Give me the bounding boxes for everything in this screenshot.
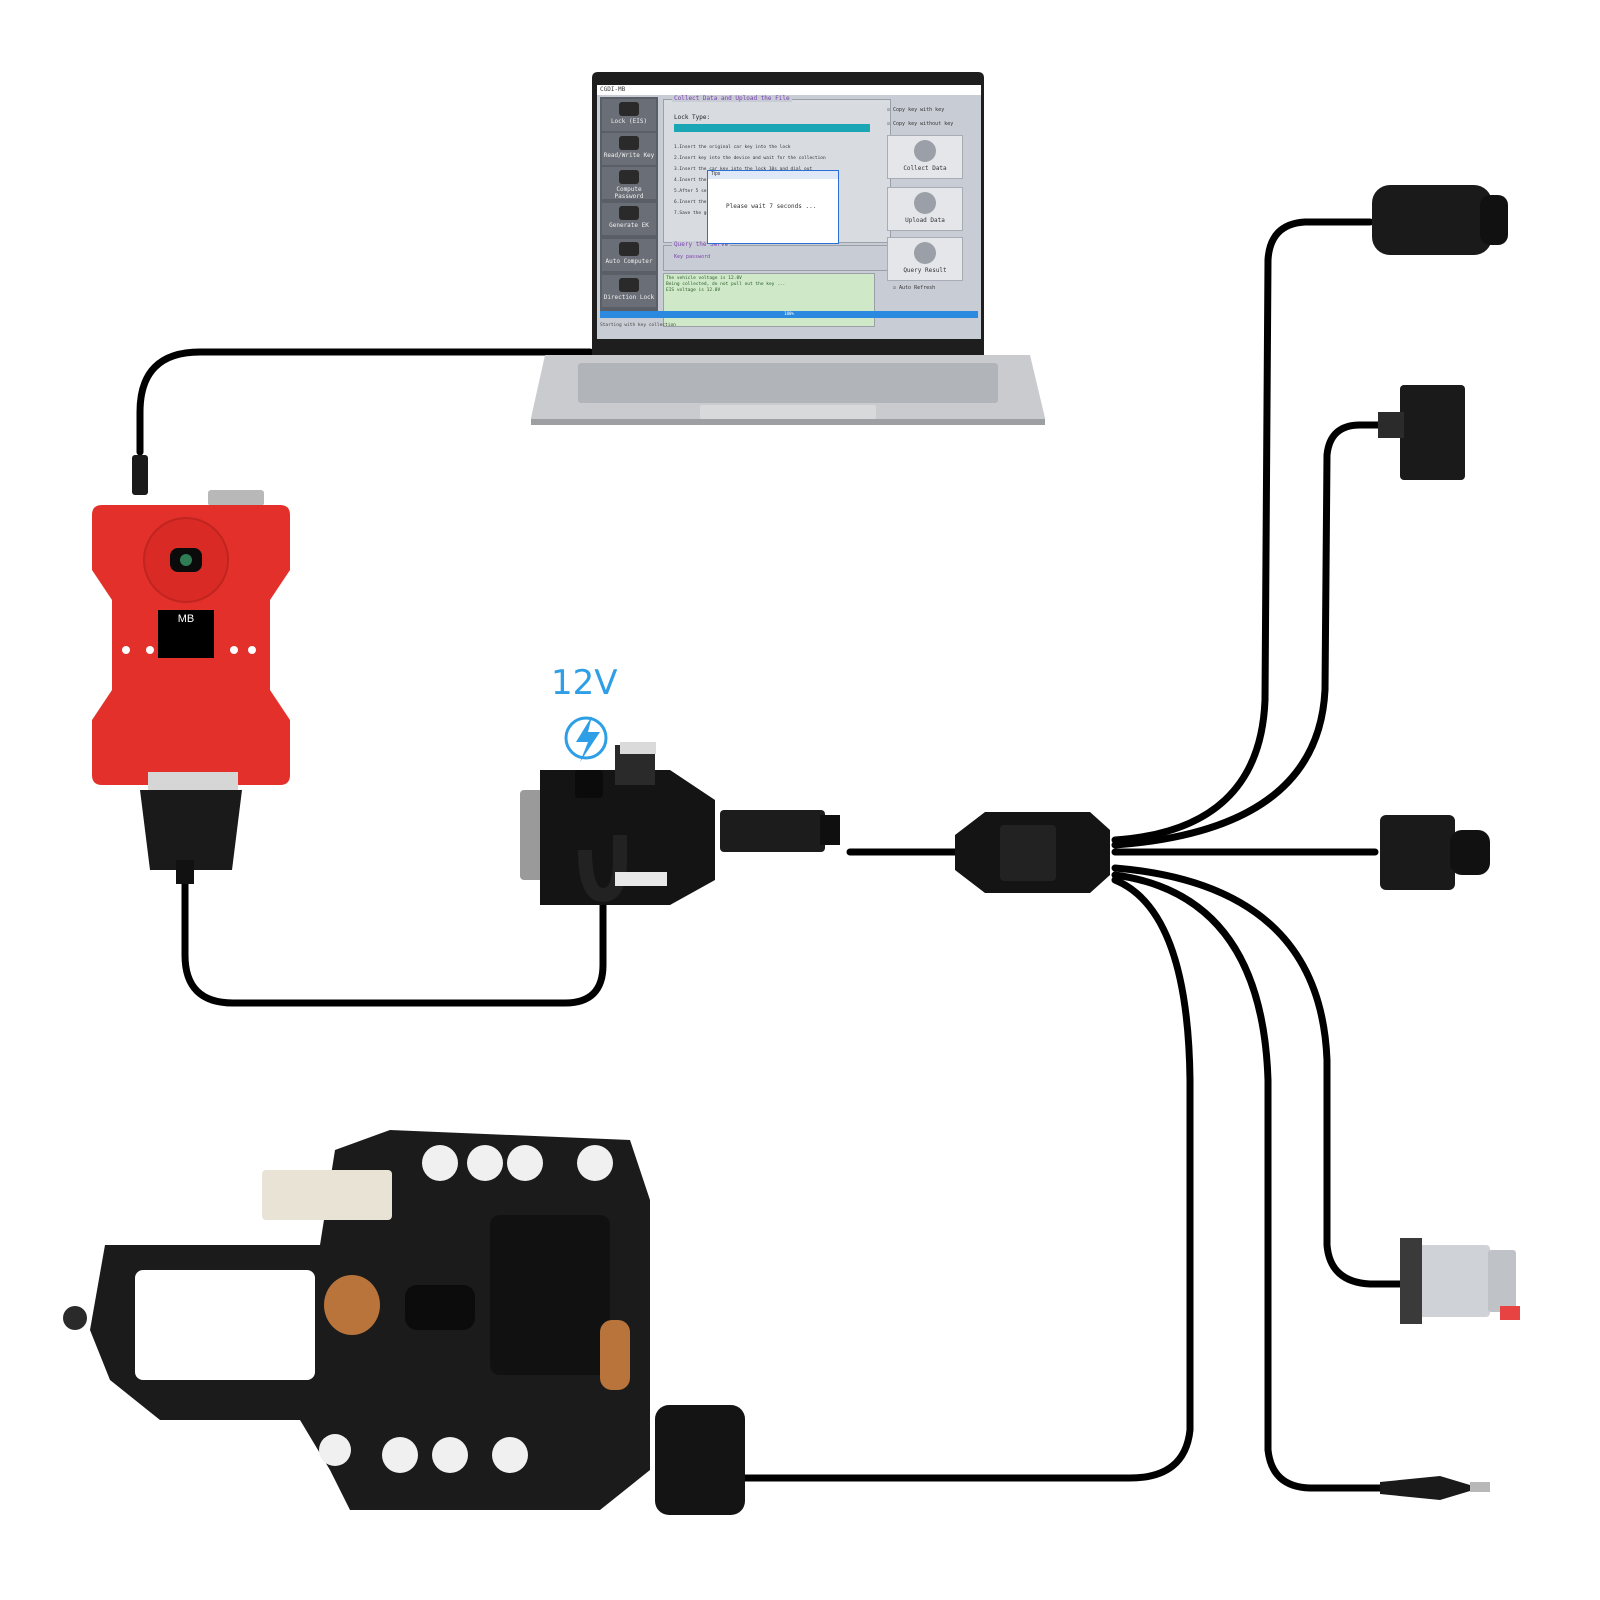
sidebar-item-direction-lock[interactable]: Direction Lock xyxy=(602,275,656,307)
usb-cable xyxy=(136,348,594,456)
branch-cable-tcu xyxy=(741,876,1194,1482)
transmission-control-unit xyxy=(63,1130,745,1515)
log-line: EIS voltage is 12.0V xyxy=(666,288,721,293)
steps-list: 1.Insert the original car key into the l… xyxy=(674,142,826,219)
chip-icon xyxy=(619,206,639,220)
cables xyxy=(136,218,1404,1492)
connector-round-top xyxy=(1372,185,1508,255)
collect-data-button[interactable]: Collect Data xyxy=(887,135,963,179)
tips-dialog: Tips Please wait 7 seconds ... xyxy=(707,170,839,244)
lock-type-label: Lock Type: xyxy=(674,114,711,121)
cable-hub xyxy=(955,812,1110,893)
search-icon xyxy=(914,242,936,264)
step-item: 3.Insert the car key into the lock 10s a… xyxy=(674,167,812,172)
status-text: Starting with key collection xyxy=(600,323,676,328)
upload-icon xyxy=(914,192,936,214)
sidebar-item-lock[interactable]: Lock (EIS) xyxy=(602,99,656,131)
sidebar-item-compute-password[interactable]: Compute Password xyxy=(602,167,656,200)
adapter-board xyxy=(520,742,840,905)
lock-type-value xyxy=(674,124,870,132)
connector-alligator-clip xyxy=(1380,1476,1490,1500)
query-panel-legend: Query the Serve xyxy=(672,241,731,248)
step-item: 1.Insert the original car key into the l… xyxy=(674,145,791,150)
copy-without-key-checkbox[interactable]: ☑ Copy key without key xyxy=(887,121,954,127)
branch-cable-top xyxy=(1111,218,1374,844)
log-line: The vehicle voltage is 12.0V xyxy=(666,276,742,281)
dialog-title: Tips xyxy=(708,171,838,179)
copy-with-key-checkbox[interactable]: ☑ Copy key with key xyxy=(887,107,945,113)
query-result-button[interactable]: Query Result xyxy=(887,237,963,281)
branch-cable-4 xyxy=(1111,864,1404,1288)
connector-middle xyxy=(1380,815,1490,890)
sidebar-item-generate-ek[interactable]: Generate EK xyxy=(602,203,656,235)
window-title: CGDI-MB xyxy=(597,85,981,95)
connector-grey xyxy=(1400,1238,1520,1324)
copy-options: ☑ Copy key with key ☑ Copy key without k… xyxy=(887,103,953,131)
steering-icon xyxy=(619,278,639,292)
step-item: 6.Insert the key xyxy=(674,200,718,205)
collect-panel-legend: Collect Data and Upload the File xyxy=(672,95,792,102)
key-password-label: Key password xyxy=(674,254,711,260)
log-line: Being collected, do not pull out the key… xyxy=(666,282,786,287)
sidebar-item-read-write-key[interactable]: Read/Write Key xyxy=(602,133,656,165)
power-voltage-label: 12V xyxy=(551,663,618,703)
step-item: 2.Insert key into the device and wait fo… xyxy=(674,156,826,161)
device-lcd: MB xyxy=(158,610,214,658)
step-item: 4.Insert the key xyxy=(674,178,718,183)
dialog-message: Please wait 7 seconds ... xyxy=(726,203,817,210)
sidebar: Lock (EIS) Read/Write Key Compute Passwo… xyxy=(600,97,658,317)
car-icon xyxy=(619,242,639,256)
upload-data-button[interactable]: Upload Data xyxy=(887,187,963,231)
auto-refresh-checkbox[interactable]: ☑ Auto Refresh xyxy=(893,285,936,291)
cgdi-mb-device xyxy=(92,455,290,884)
collect-icon xyxy=(914,140,936,162)
step-item: 7.Save the generat xyxy=(674,211,723,216)
power-lightning-icon xyxy=(564,716,608,762)
progress-bar: 100% xyxy=(600,311,978,318)
connector-square xyxy=(1378,385,1465,480)
branch-cable-2 xyxy=(1111,421,1404,849)
lock-icon xyxy=(619,102,639,116)
log-area: The vehicle voltage is 12.0V Being colle… xyxy=(663,273,875,327)
step-item: 5.After 5 seconds, xyxy=(674,189,723,194)
key-icon xyxy=(619,136,639,150)
query-panel: Query the Serve Key password xyxy=(663,241,891,271)
computer-icon xyxy=(619,170,639,184)
branch-cable-5 xyxy=(1111,871,1384,1492)
sidebar-item-auto-computer[interactable]: Auto Computer xyxy=(602,239,656,271)
db25-cable xyxy=(181,866,607,1007)
